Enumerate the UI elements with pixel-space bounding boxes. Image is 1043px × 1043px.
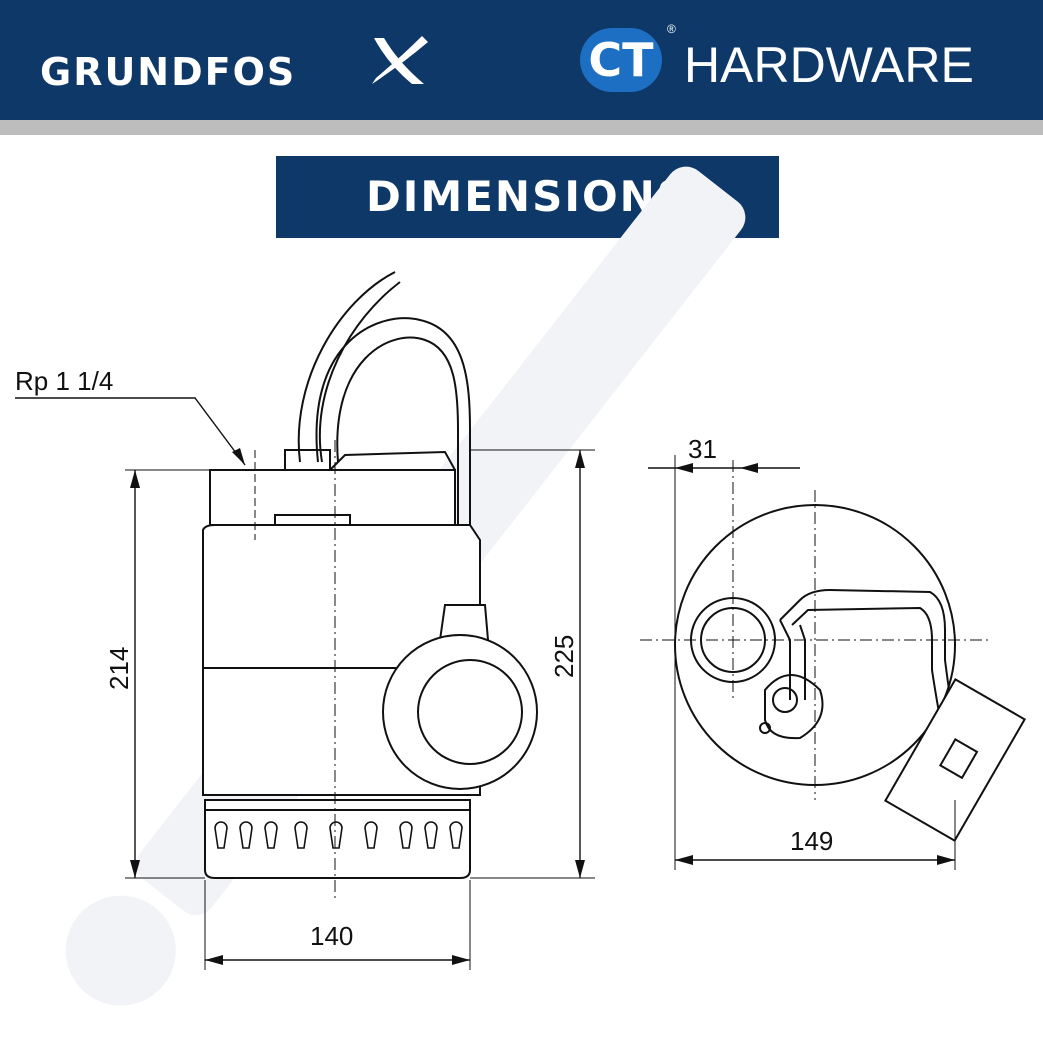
top-view — [640, 455, 1027, 870]
total-height-label: 225 — [549, 635, 579, 678]
offset-label: 31 — [688, 434, 717, 464]
header-banner — [0, 0, 1043, 120]
body-height-label: 214 — [104, 647, 134, 690]
thread-size-label: Rp 1 1/4 — [15, 366, 113, 396]
grundfos-logo: GRUNDFOS — [40, 50, 297, 94]
hardware-logo-text: HARDWARE — [684, 37, 974, 93]
header-divider — [0, 120, 1043, 135]
width-label: 140 — [310, 921, 353, 951]
side-view — [15, 271, 595, 970]
ct-logo-badge: CT — [580, 28, 662, 92]
grundfos-x-icon — [372, 36, 428, 84]
registered-mark: ® — [667, 22, 676, 36]
base-holes — [214, 821, 463, 849]
top-width-label: 149 — [790, 826, 833, 856]
